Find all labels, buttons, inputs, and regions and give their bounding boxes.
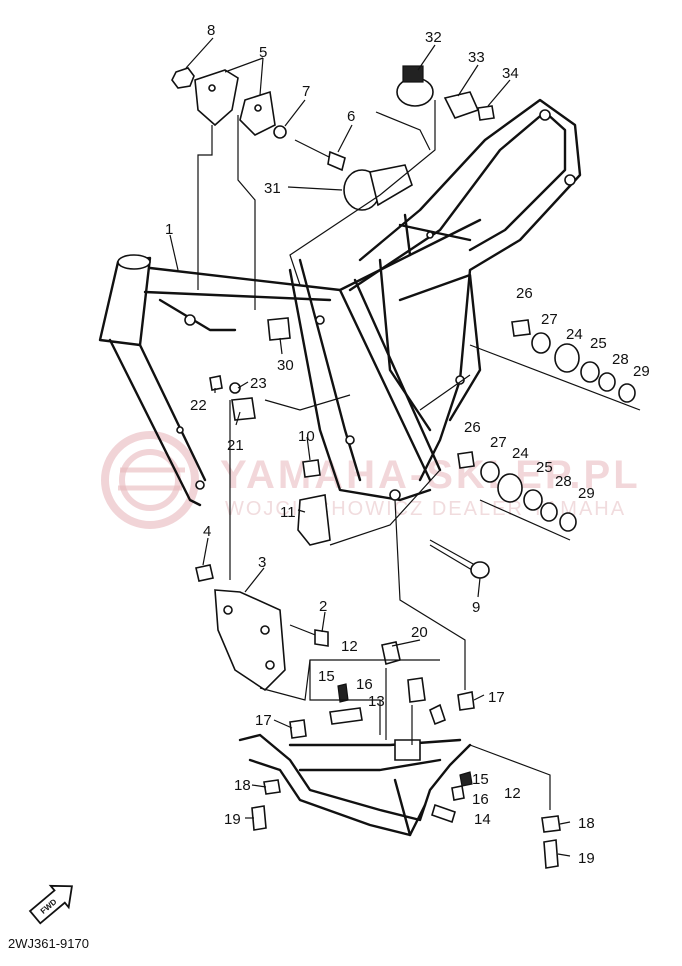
callout-18: 18 [578, 815, 595, 832]
leader-lines [169, 37, 641, 857]
bolt-6 [294, 139, 346, 172]
callout-28: 28 [612, 351, 629, 368]
clamp-30 [267, 317, 291, 341]
engine-bracket-5 [194, 69, 239, 127]
callout-28b: 28 [555, 473, 572, 490]
bolt-34 [477, 105, 495, 121]
nut-18 [263, 779, 281, 795]
bolt-2 [289, 624, 329, 647]
nut-10 [302, 459, 321, 478]
collar-17 [457, 691, 475, 711]
clamp-32 [396, 65, 434, 107]
washer-7 [273, 125, 287, 139]
callout-18b: 18 [234, 777, 251, 794]
callout-24b: 24 [512, 445, 529, 462]
callout-15: 15 [318, 668, 335, 685]
callout-26: 26 [516, 285, 533, 302]
callout-10: 10 [298, 428, 315, 445]
nut-4 [195, 564, 214, 582]
callout-12: 12 [341, 638, 358, 655]
bracket-11 [297, 494, 331, 546]
callout-3: 3 [258, 554, 266, 571]
mount-stack-lower [457, 451, 577, 532]
watermark-logo [101, 431, 199, 529]
callout-7: 7 [302, 83, 310, 100]
callout-16: 16 [356, 676, 373, 693]
callout-15b: 15 [472, 771, 489, 788]
callout-11: 11 [280, 504, 296, 521]
callout-17: 17 [488, 689, 505, 706]
plate-14 [431, 803, 456, 824]
callout-33: 33 [468, 49, 485, 66]
callout-27b: 27 [490, 434, 507, 451]
callout-2: 2 [319, 598, 327, 615]
spring-16 [451, 785, 465, 801]
callout-19b: 19 [224, 811, 241, 828]
clip-15 [337, 683, 349, 703]
clamp-21 [231, 397, 256, 421]
bolt-9 [429, 539, 490, 579]
callout-1: 1 [165, 221, 173, 238]
damper-20b [407, 677, 426, 703]
engine-bracket-3 [214, 589, 286, 692]
callout-26b: 26 [464, 419, 481, 436]
callout-30: 30 [277, 357, 294, 374]
clip-15b [459, 771, 473, 787]
bolt-22 [209, 375, 223, 391]
callout-6: 6 [347, 108, 355, 125]
callout-22: 22 [190, 397, 207, 414]
callout-20: 20 [411, 624, 428, 641]
callout-labels: 1 2 3 4 5 6 7 8 9 10 11 12 13 14 15 16 1… [165, 22, 650, 867]
callout-34: 34 [502, 65, 519, 82]
callout-27: 27 [541, 311, 558, 328]
callout-25: 25 [590, 335, 607, 352]
nut-18b [541, 815, 561, 833]
callout-29b: 29 [578, 485, 595, 502]
plate-33 [443, 91, 480, 119]
drawing-code: 2WJ361-9170 [8, 936, 89, 951]
callout-23: 23 [250, 375, 267, 392]
callout-8: 8 [207, 22, 215, 39]
mount-stack-upper [511, 319, 636, 403]
plate-13 [329, 707, 363, 725]
callout-25b: 25 [536, 459, 553, 476]
washer-23 [229, 382, 241, 394]
callout-19: 19 [578, 850, 595, 867]
callout-32: 32 [425, 29, 442, 46]
damper-31 [343, 164, 413, 211]
callout-5: 5 [259, 44, 267, 61]
callout-24: 24 [566, 326, 583, 343]
callout-9: 9 [472, 599, 480, 616]
callout-4: 4 [203, 523, 211, 540]
engine-guard [238, 703, 472, 837]
main-frame [98, 98, 582, 507]
nut-8 [171, 67, 195, 89]
fwd-arrow-icon: FWD [28, 884, 73, 925]
bolt-19b [543, 839, 559, 869]
collar-17b [289, 719, 307, 739]
callout-16b: 16 [472, 791, 489, 808]
bolt-19 [251, 805, 267, 831]
callout-12b: 12 [504, 785, 521, 802]
callout-31: 31 [264, 180, 281, 197]
callout-14: 14 [474, 811, 491, 828]
callout-13: 13 [368, 693, 385, 710]
callout-29: 29 [633, 363, 650, 380]
callout-21: 21 [227, 437, 244, 454]
callout-17b: 17 [255, 712, 272, 729]
